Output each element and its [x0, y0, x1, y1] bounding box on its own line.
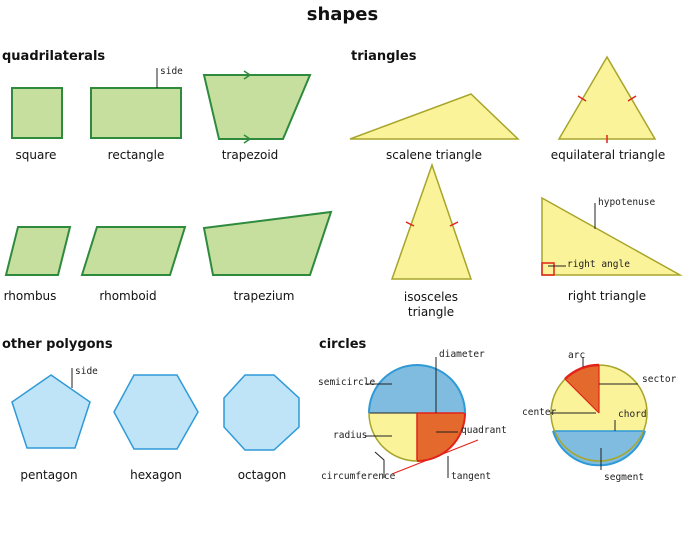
- section-circles: circles: [319, 337, 367, 352]
- trapezium-shape: [202, 210, 333, 276]
- label-rhombus: rhombus: [3, 289, 57, 303]
- label-right-triangle: right triangle: [567, 289, 647, 303]
- parallel-arrows-icon: [243, 70, 252, 144]
- sector-region: [565, 364, 599, 413]
- annotation-diameter: diameter: [439, 349, 485, 360]
- annotation-segment: segment: [604, 472, 645, 483]
- annotation-semicircle: semicircle: [318, 377, 376, 388]
- label-octagon: octagon: [237, 468, 287, 482]
- label-trapezium: trapezium: [233, 289, 295, 303]
- label-pentagon: pentagon: [20, 468, 78, 482]
- label-square: square: [15, 148, 57, 162]
- arc-highlight: [564, 363, 600, 380]
- circle-sector-diagram: [550, 357, 648, 470]
- equilateral-triangle-shape: [557, 55, 657, 140]
- label-hexagon: hexagon: [130, 468, 182, 482]
- square-shape: [11, 87, 63, 139]
- quadrant-region: [417, 413, 465, 461]
- annotation-arc: arc: [568, 350, 586, 361]
- hexagon-shape: [113, 374, 199, 450]
- annotation-center: center: [522, 407, 557, 418]
- annotation-hypotenuse: hypotenuse: [598, 197, 656, 208]
- section-other-polygons: other polygons: [2, 337, 113, 352]
- triangles-group: [349, 55, 683, 280]
- circle-two-leaders: [550, 357, 638, 470]
- pentagon-shape: [11, 374, 91, 449]
- equal-side-ticks: [405, 95, 637, 227]
- trapezoid-shape: [202, 74, 312, 140]
- label-equilateral-triangle: equilateral triangle: [550, 148, 666, 162]
- annotation-chord: chord: [618, 409, 647, 420]
- annotation-tangent: tangent: [451, 471, 492, 482]
- annotation-quadrant: quadrant: [461, 425, 507, 436]
- isosceles-triangle-shape: [390, 162, 473, 280]
- circle-parts-diagram: [365, 357, 479, 478]
- circle-one-blue-arc: [368, 364, 466, 414]
- segment-region: [553, 431, 645, 466]
- annotation-circumference: circumference: [321, 471, 396, 482]
- section-triangles: triangles: [351, 49, 417, 64]
- label-scalene-triangle: scalene triangle: [386, 148, 482, 162]
- annotation-side-rectangle: side: [160, 66, 183, 77]
- rectangle-shape: [90, 87, 182, 139]
- tangent-line: [391, 439, 479, 475]
- right-triangle-shape: [541, 196, 683, 276]
- label-trapezoid: trapezoid: [221, 148, 279, 162]
- octagon-shape: [223, 374, 300, 451]
- scalene-triangle-shape: [349, 93, 520, 140]
- circle-one-leaders: [365, 357, 458, 478]
- rhomboid-shape: [80, 226, 187, 276]
- semicircle-region: [369, 365, 465, 413]
- sector-edge-1: [564, 378, 600, 414]
- annotation-side-pentagon: side: [75, 366, 98, 377]
- annotation-right-angle: right angle: [567, 259, 630, 270]
- annotation-radius: radius: [333, 430, 368, 441]
- polygons-group: [11, 374, 300, 451]
- right-angle-marker: [541, 262, 555, 276]
- section-quadrilaterals: quadrilaterals: [2, 49, 106, 64]
- label-rhomboid: rhomboid: [99, 289, 157, 303]
- label-isosceles-triangle: isosceles triangle: [403, 290, 459, 319]
- label-rectangle: rectangle: [107, 148, 165, 162]
- segment-arc: [552, 430, 646, 467]
- rhombus-shape: [4, 226, 72, 276]
- annotation-sector: sector: [642, 374, 677, 385]
- page-title: shapes: [306, 4, 379, 25]
- quadrilaterals-group: [4, 74, 333, 276]
